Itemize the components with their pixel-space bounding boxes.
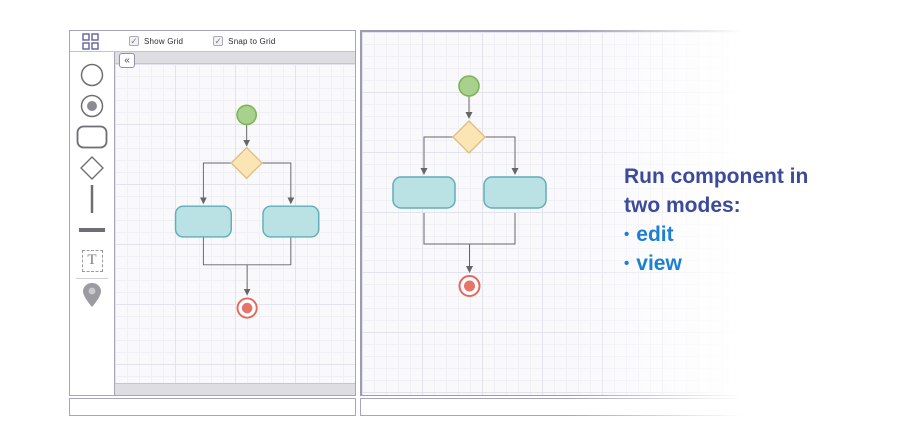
start-event-node[interactable] [237,105,257,125]
palette-vertical-line[interactable] [70,183,114,214]
palette-end-event[interactable] [70,90,114,121]
checkbox-check-icon[interactable]: ✓ [129,36,139,46]
annotation-block: Run component in two modes: • edit • vie… [624,162,874,278]
task-node-right-ring [262,205,320,238]
checkbox-check-icon[interactable]: ✓ [213,36,224,46]
show-grid-label: Show Grid [144,36,184,46]
edit-canvas[interactable] [115,64,355,383]
bullet-dot-icon: • [624,226,630,243]
decision-node [453,121,485,153]
edge-decision-to-task1 [200,162,232,205]
bullet-dot-icon: • [624,255,630,272]
view-window [360,30,760,396]
decision-node[interactable] [231,147,263,179]
start-event-node-ring [236,104,258,126]
palette-start-event[interactable] [70,59,114,90]
text-tool-icon[interactable]: T [81,249,103,272]
start-event-node-ring [458,75,480,97]
snap-to-grid-checkbox[interactable]: ✓ Snap to Grid [213,36,275,46]
decision-node-ring [452,120,486,154]
palette-task-rectangle[interactable] [70,121,114,152]
editor-body: T « [70,52,355,395]
grid-layout-icon[interactable] [82,32,99,50]
task-node-right-ring [483,176,547,209]
start-event-node [459,76,479,96]
edit-canvas-area: « [115,52,355,395]
show-grid-checkbox[interactable]: ✓ Show Grid [129,36,183,46]
edge-tasks-join [202,236,292,266]
end-event-node-core [464,280,475,292]
palette-horizontal-line[interactable] [70,214,114,245]
snap-to-grid-label: Snap to Grid [228,36,276,46]
palette-text-tool[interactable]: T [70,245,114,276]
annotation-heading-line1: Run component in [624,165,809,188]
shape-palette: T [70,52,115,395]
bullet-label-view: view [636,252,682,275]
view-window-group [360,30,760,420]
canvas-top-scrollbar[interactable] [115,52,355,64]
location-pin-icon [83,283,101,307]
task-node-left[interactable] [175,206,232,237]
view-diagram [392,75,547,297]
edge-tasks-join [423,213,516,245]
edge-decision-to-task2 [262,162,295,205]
view-canvas[interactable] [362,32,760,395]
palette-location-pin[interactable] [70,280,114,311]
edge-decision-to-task1 [420,136,453,175]
annotation-bullet-edit: • edit [624,220,874,249]
editor-toolbar: ✓ Show Grid ✓ Snap to Grid [70,31,355,52]
decision-node-ring [230,146,263,180]
task-node-left-ring [174,205,232,238]
edit-diagram [174,104,320,319]
view-statusbar [360,398,760,416]
bullet-label-edit: edit [636,223,674,246]
editor-window: ✓ Show Grid ✓ Snap to Grid [69,30,356,396]
annotation-heading-line2: two modes: [624,194,741,217]
task-node-left [393,177,455,208]
collapse-palette-button[interactable]: « [119,53,135,68]
annotation-bullet-view: • view [624,249,874,278]
palette-decision-diamond[interactable] [70,152,114,183]
canvas-bottom-scrollbar[interactable] [115,383,355,395]
end-event-node-core [241,302,253,314]
task-node-right[interactable] [262,206,319,237]
edge-decision-to-task2 [485,136,519,175]
task-node-right [484,177,546,208]
task-node-left-ring [392,176,456,209]
palette-divider [76,278,108,279]
editor-statusbar [69,398,356,416]
